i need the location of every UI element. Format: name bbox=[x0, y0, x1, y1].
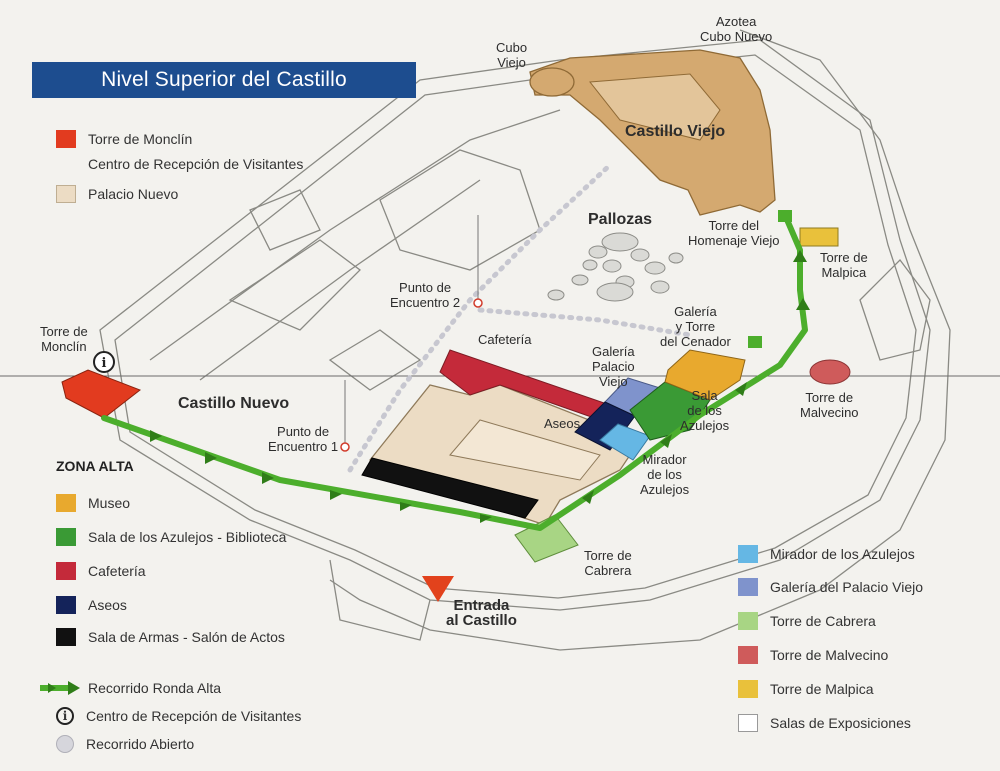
label-torre-homenaje-viejo: Torre del Homenaje Viejo bbox=[688, 218, 780, 248]
legend-torre-moncin-label: Torre de Monclín bbox=[88, 131, 193, 147]
legend-mirador-swatch bbox=[738, 545, 758, 563]
label-castillo-nuevo: Castillo Nuevo bbox=[178, 395, 290, 412]
legend-torre-moncin: Torre de Monclín bbox=[56, 130, 192, 148]
label-galeria-torre-cenador: Galería y Torre del Cenador bbox=[660, 304, 731, 349]
legend-aseos: Aseos bbox=[56, 596, 127, 614]
legend-museo-swatch bbox=[56, 494, 76, 512]
legend-mirador-azulejos: Mirador de los Azulejos bbox=[738, 545, 915, 563]
legend-cafeteria-swatch bbox=[56, 562, 76, 580]
legend-galeria-label: Galería del Palacio Viejo bbox=[770, 579, 924, 595]
label-torre-moncin: Torre de Monclín bbox=[40, 324, 88, 354]
legend-ronda-alta-label: Recorrido Ronda Alta bbox=[88, 680, 222, 696]
pallozas-huts bbox=[547, 232, 684, 302]
sala-armas-building bbox=[361, 457, 539, 519]
legend-sala-armas-swatch bbox=[56, 628, 76, 646]
label-aseos: Aseos bbox=[544, 416, 581, 431]
legend-ronda-alta: Recorrido Ronda Alta bbox=[40, 680, 221, 696]
legend-cafeteria: Cafetería bbox=[56, 562, 146, 580]
legend-torre-malpica: Torre de Malpica bbox=[738, 680, 874, 698]
legend-palacio-nuevo-swatch bbox=[56, 185, 76, 203]
legend-palacio-nuevo-label: Palacio Nuevo bbox=[88, 186, 179, 202]
legend-mirador-label: Mirador de los Azulejos bbox=[770, 546, 915, 562]
legend-aseos-swatch bbox=[56, 596, 76, 614]
entrada-arrow bbox=[422, 576, 454, 602]
palacio-nuevo-courtyard bbox=[449, 419, 601, 481]
info-icon: i bbox=[56, 707, 74, 725]
legend-centro-label: Centro de Recepción de Visitantes bbox=[88, 156, 304, 172]
legend-sala-azulejos-swatch bbox=[56, 528, 76, 546]
legend-galeria-swatch bbox=[738, 578, 758, 596]
legend-recorrido-abierto: Recorrido Abierto bbox=[56, 735, 194, 753]
label-punto-encuentro-1: Punto de Encuentro 1 bbox=[268, 424, 339, 454]
legend-cabrera-label: Torre de Cabrera bbox=[770, 613, 876, 629]
ronda-alta-arrows bbox=[150, 250, 810, 523]
legend-info-label: Centro de Recepción de Visitantes bbox=[86, 708, 302, 724]
legend-info: i Centro de Recepción de Visitantes bbox=[56, 707, 301, 725]
label-punto-encuentro-2: Punto de Encuentro 2 bbox=[390, 280, 461, 310]
legend-galeria-palacio-viejo: Galería del Palacio Viejo bbox=[738, 578, 923, 596]
legend-aseos-label: Aseos bbox=[88, 597, 127, 613]
label-pallozas: Pallozas bbox=[588, 211, 653, 228]
legend-sala-armas: Sala de Armas - Salón de Actos bbox=[56, 628, 285, 646]
label-sala-azulejos: Sala de los Azulejos bbox=[680, 388, 730, 433]
legend-museo: Museo bbox=[56, 494, 130, 512]
legend-palacio-nuevo: Palacio Nuevo bbox=[56, 185, 178, 203]
label-cafeteria: Cafetería bbox=[478, 332, 532, 347]
torre-cabrera-building bbox=[514, 514, 579, 563]
label-torre-malvecino: Torre de Malvecino bbox=[800, 390, 859, 420]
map-title: Nivel Superior del Castillo bbox=[32, 62, 416, 98]
castillo-viejo-courtyard bbox=[589, 73, 721, 141]
legend-salas-swatch bbox=[738, 714, 758, 732]
castillo-viejo-building bbox=[529, 49, 776, 216]
info-point-marker bbox=[93, 351, 115, 373]
zona-alta-title: ZONA ALTA bbox=[56, 458, 134, 474]
label-torre-cabrera: Torre de Cabrera bbox=[584, 548, 632, 578]
legend-centro-recepcion: Centro de Recepción de Visitantes bbox=[88, 156, 303, 172]
cubo-viejo-tower bbox=[529, 67, 575, 97]
info-point-glyph: i bbox=[102, 356, 107, 371]
legend-cabrera-swatch bbox=[738, 612, 758, 630]
torre-moncin-building bbox=[61, 369, 142, 419]
legend-malpica-label: Torre de Malpica bbox=[770, 681, 874, 697]
legend-malvecino-label: Torre de Malvecino bbox=[770, 647, 889, 663]
label-cubo-viejo: Cubo Viejo bbox=[496, 40, 528, 70]
legend-malvecino-swatch bbox=[738, 646, 758, 664]
label-galeria-palacio-viejo: Galería Palacio Viejo bbox=[592, 344, 635, 389]
legend-sala-azulejos: Sala de los Azulejos - Biblioteca bbox=[56, 528, 286, 546]
open-route-icon bbox=[56, 735, 74, 753]
legend-sala-armas-label: Sala de Armas - Salón de Actos bbox=[88, 629, 285, 645]
open-route-path bbox=[347, 162, 693, 473]
ronda-alta-legend-icon bbox=[40, 681, 80, 695]
route-mid-box bbox=[748, 336, 762, 348]
route-start-box bbox=[778, 210, 792, 222]
legend-museo-label: Museo bbox=[88, 495, 131, 511]
torre-malpica-building bbox=[799, 227, 839, 247]
ronda-alta-route bbox=[101, 212, 808, 531]
label-torre-malpica: Torre de Malpica bbox=[820, 250, 868, 280]
label-entrada: Entrada al Castillo bbox=[446, 597, 517, 629]
legend-salas-label: Salas de Exposiciones bbox=[770, 715, 911, 731]
legend-torre-moncin-swatch bbox=[56, 130, 76, 148]
torre-malvecino-building bbox=[809, 359, 851, 385]
legend-torre-cabrera: Torre de Cabrera bbox=[738, 612, 876, 630]
legend-torre-malvecino: Torre de Malvecino bbox=[738, 646, 888, 664]
label-azotea-cubo-nuevo: Azotea Cubo Nuevo bbox=[700, 14, 773, 44]
legend-salas-exposiciones: Salas de Exposiciones bbox=[738, 714, 911, 732]
legend-sala-azulejos-label: Sala de los Azulejos - Biblioteca bbox=[88, 529, 287, 545]
label-castillo-viejo: Castillo Viejo bbox=[625, 123, 726, 140]
legend-cafeteria-label: Cafetería bbox=[88, 563, 146, 579]
meeting-point-2-marker bbox=[473, 298, 483, 308]
label-mirador-azulejos: Mirador de los Azulejos bbox=[640, 452, 690, 497]
legend-recorrido-abierto-label: Recorrido Abierto bbox=[86, 736, 195, 752]
legend-malpica-swatch bbox=[738, 680, 758, 698]
meeting-point-1-marker bbox=[340, 442, 350, 452]
museo-building bbox=[664, 349, 746, 401]
